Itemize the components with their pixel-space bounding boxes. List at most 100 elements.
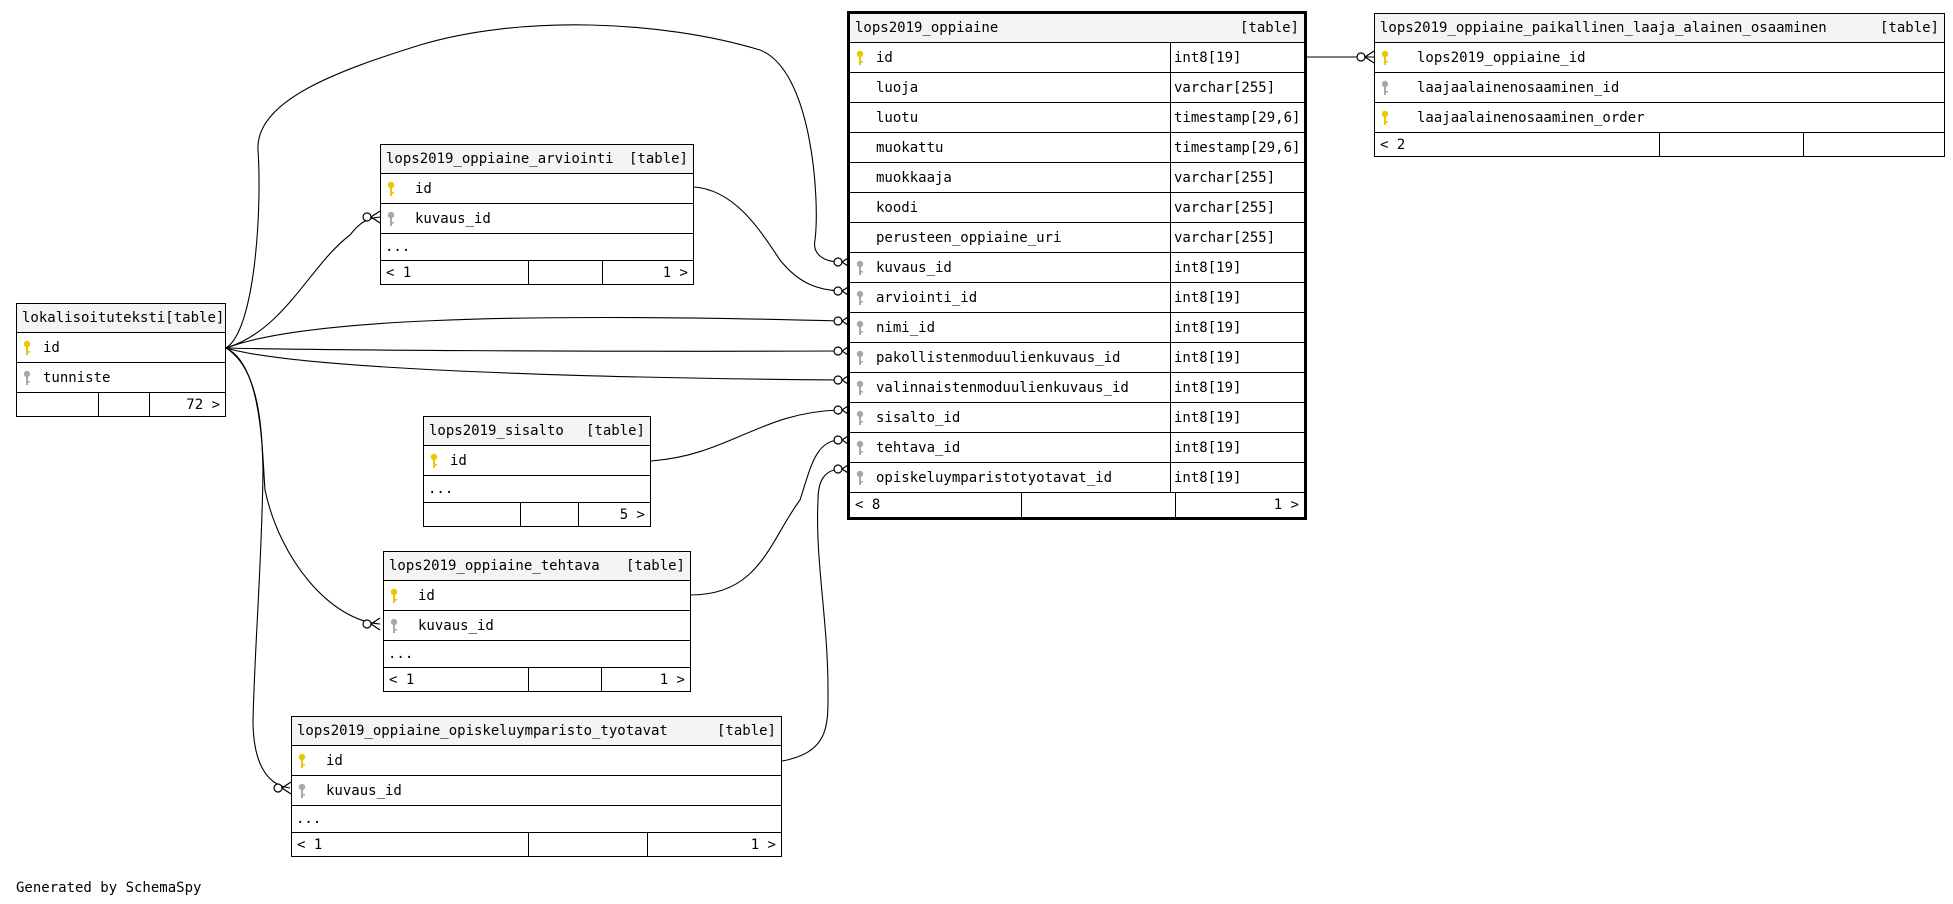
table-footer: 5 > xyxy=(424,503,650,526)
table-footer: 72 > xyxy=(17,393,225,416)
column-name: laajaalainenosaaminen_id xyxy=(1417,79,1620,96)
link-oppiaine-tyotavat xyxy=(781,468,841,762)
column-type: varchar[255] xyxy=(1170,223,1304,252)
column-name: valinnaistenmoduulienkuvaus_id xyxy=(876,379,1129,396)
foreign-key-icon xyxy=(292,783,312,799)
column-name: laajaalainenosaaminen_order xyxy=(1417,109,1645,126)
column-row: id xyxy=(292,746,781,776)
column-name: muokkaaja xyxy=(876,169,952,186)
table-header: lops2019_oppiaine [table] xyxy=(850,14,1304,43)
table-sisalto[interactable]: lops2019_sisalto [table] id ... 5 > xyxy=(423,416,651,527)
link-oppiaine-valinnaisten xyxy=(225,347,841,381)
primary-key-icon xyxy=(292,753,312,769)
primary-key-icon xyxy=(17,340,37,356)
column-type: int8[19] xyxy=(1170,403,1304,432)
table-footer: < 1 1 > xyxy=(381,261,693,284)
foreign-key-icon xyxy=(850,260,870,276)
link-oppiaine-arviointi xyxy=(693,186,841,292)
footer-left xyxy=(424,503,520,526)
column-row: kuvaus_id int8[19] xyxy=(850,253,1304,283)
footer-mid xyxy=(1659,133,1803,156)
link-oppiaine-pakollisten xyxy=(225,347,841,352)
column-name: nimi_id xyxy=(876,319,936,336)
column-name: kuvaus_id xyxy=(415,210,491,227)
table-header: lops2019_oppiaine_paikallinen_laaja_alai… xyxy=(1375,14,1944,43)
table-footer: < 1 1 > xyxy=(384,668,690,691)
column-name: sisalto_id xyxy=(876,409,961,426)
column-row: id xyxy=(381,174,693,204)
column-row: id xyxy=(17,333,225,363)
column-row: luotu timestamp[29,6] xyxy=(850,103,1304,133)
column-row: id xyxy=(384,581,690,611)
table-tag: [table] xyxy=(1879,20,1939,36)
column-name: id xyxy=(418,587,435,604)
footer-right: 5 > xyxy=(578,503,650,526)
footer-left: < 1 xyxy=(297,836,323,853)
foreign-key-icon xyxy=(17,370,37,386)
column-type: int8[19] xyxy=(1170,343,1304,372)
footer-right: 1 > xyxy=(602,261,693,284)
column-name: kuvaus_id xyxy=(876,259,952,276)
foreign-key-icon xyxy=(850,350,870,366)
link-oppiaine-kuvaus xyxy=(225,24,841,349)
column-name: arviointi_id xyxy=(876,289,978,306)
footer-mid xyxy=(528,261,602,284)
link-tehtava-kuvaus xyxy=(225,347,381,625)
primary-key-icon xyxy=(384,588,404,604)
footer-right xyxy=(1803,133,1944,156)
column-type: timestamp[29,6] xyxy=(1170,103,1304,132)
table-oppiaine-opiskeluymparisto-tyotavat[interactable]: lops2019_oppiaine_opiskeluymparisto_tyot… xyxy=(291,716,782,857)
foreign-key-icon xyxy=(850,440,870,456)
column-row: nimi_id int8[19] xyxy=(850,313,1304,343)
table-oppiaine-arviointi[interactable]: lops2019_oppiaine_arviointi [table] id k… xyxy=(380,144,694,285)
table-oppiaine-tehtava[interactable]: lops2019_oppiaine_tehtava [table] id kuv… xyxy=(383,551,691,692)
footer-left xyxy=(17,393,98,416)
foreign-key-icon xyxy=(850,320,870,336)
column-row: perusteen_oppiaine_uri varchar[255] xyxy=(850,223,1304,253)
more-columns: ... xyxy=(384,641,690,668)
column-type: varchar[255] xyxy=(1170,73,1304,102)
link-oppiaine-nimi xyxy=(225,316,841,349)
column-row: sisalto_id int8[19] xyxy=(850,403,1304,433)
table-footer: < 8 1 > xyxy=(850,493,1304,517)
footer-mid xyxy=(528,668,601,691)
column-type: int8[19] xyxy=(1170,283,1304,312)
column-name: kuvaus_id xyxy=(418,617,494,634)
table-header: lops2019_oppiaine_opiskeluymparisto_tyot… xyxy=(292,717,781,746)
column-type: int8[19] xyxy=(1170,253,1304,282)
more-columns: ... xyxy=(292,806,781,833)
column-name: id xyxy=(43,339,60,356)
table-name: lops2019_oppiaine xyxy=(855,20,999,36)
footer-mid xyxy=(1021,493,1175,517)
column-row: kuvaus_id xyxy=(381,204,693,234)
more-columns: ... xyxy=(381,234,693,261)
column-name: kuvaus_id xyxy=(326,782,402,799)
column-type: timestamp[29,6] xyxy=(1170,133,1304,162)
column-row: lops2019_oppiaine_id xyxy=(1375,43,1944,73)
footer-mid xyxy=(98,393,149,416)
column-name: luotu xyxy=(876,109,919,126)
table-name: lops2019_oppiaine_arviointi xyxy=(386,151,614,167)
column-type: varchar[255] xyxy=(1170,163,1304,192)
column-name: id xyxy=(415,180,432,197)
primary-key-icon xyxy=(381,181,401,197)
column-name: opiskeluymparistotyotavat_id xyxy=(876,469,1113,486)
column-row: kuvaus_id xyxy=(384,611,690,641)
table-paikallinen-laaja-alainen-osaaminen[interactable]: lops2019_oppiaine_paikallinen_laaja_alai… xyxy=(1374,13,1945,157)
column-row: kuvaus_id xyxy=(292,776,781,806)
foreign-key-icon xyxy=(850,290,870,306)
column-type: int8[19] xyxy=(1170,43,1304,72)
column-type: int8[19] xyxy=(1170,313,1304,342)
foreign-key-icon xyxy=(381,211,401,227)
column-name: perusteen_oppiaine_uri xyxy=(876,229,1062,246)
table-lokalisoituteksti[interactable]: lokalisoituteksti [table] id tunniste 72… xyxy=(16,303,226,417)
column-name: muokattu xyxy=(876,139,944,156)
table-header: lops2019_sisalto [table] xyxy=(424,417,650,446)
footer-mid xyxy=(520,503,578,526)
footer-mid xyxy=(528,833,647,856)
table-footer: < 1 1 > xyxy=(292,833,781,856)
